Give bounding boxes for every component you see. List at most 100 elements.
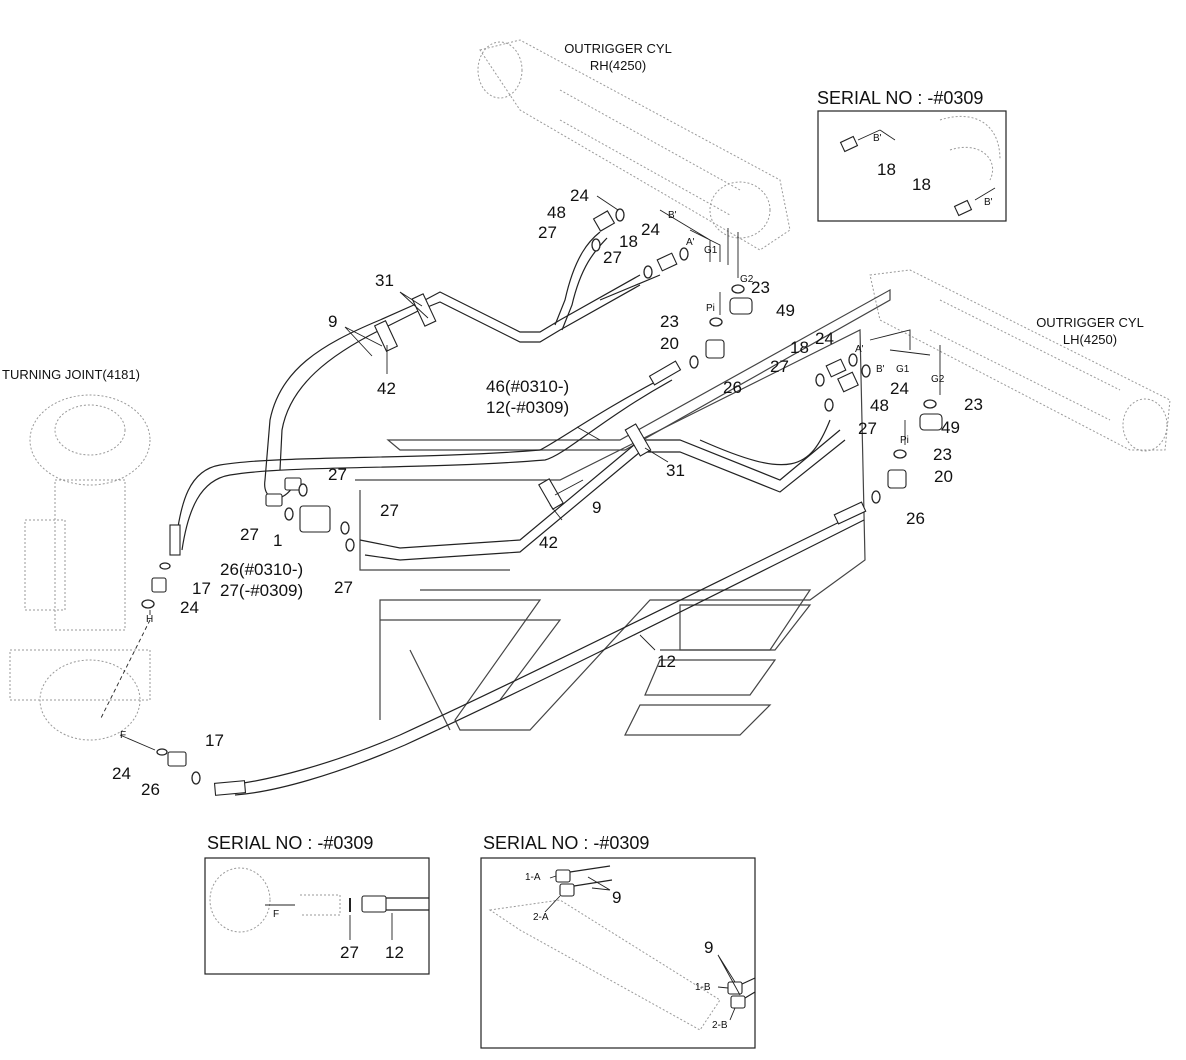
port-tj-h: H <box>146 614 153 625</box>
inset-bl-port: F <box>273 909 279 920</box>
clamp-31-lh <box>624 423 652 457</box>
port-lh-b: B' <box>876 364 885 375</box>
callout-12: 12 <box>657 652 676 671</box>
callout-18: 18 <box>790 338 809 357</box>
outrigger-rh-title-line2: RH(4250) <box>590 58 646 73</box>
callout-46-12-line2: 12(-#0309) <box>486 398 569 417</box>
callout-24: 24 <box>815 329 834 348</box>
callout-31: 31 <box>375 271 394 290</box>
clamp-42-rh <box>373 320 399 352</box>
fittings <box>141 208 943 785</box>
callout-27: 27 <box>858 419 877 438</box>
callout-24: 24 <box>890 379 909 398</box>
outrigger-cylinder-rh-ghost <box>477 39 791 251</box>
turning-joint-ghost <box>9 394 151 741</box>
inset-top-part-a: 18 <box>877 160 896 179</box>
port-lh-g1: G1 <box>896 364 910 375</box>
callout-26: 26 <box>906 509 925 528</box>
port-references <box>99 209 941 751</box>
port-tj-f: F <box>120 730 126 741</box>
callout-17: 17 <box>205 731 224 750</box>
callouts: 24 48 27 18 24 27 23 49 23 20 26 31 9 42… <box>112 186 983 799</box>
port-rh-g2: G2 <box>740 274 754 285</box>
callout-31: 31 <box>666 461 685 480</box>
callout-23: 23 <box>751 278 770 297</box>
callout-27: 27 <box>538 223 557 242</box>
port-rh-g1: G1 <box>704 245 718 256</box>
callout-46-12-line1: 46(#0310-) <box>486 377 569 396</box>
leader-lines <box>344 195 669 651</box>
callout-27: 27 <box>770 357 789 376</box>
callout-26-27-line2: 27(-#0309) <box>220 581 303 600</box>
callout-48: 48 <box>547 203 566 222</box>
callout-26: 26 <box>141 780 160 799</box>
inset-top-port-a: B' <box>873 133 882 144</box>
callout-27: 27 <box>603 248 622 267</box>
callout-1: 1 <box>273 531 282 550</box>
inset-br-part-upper: 9 <box>612 888 621 907</box>
callout-26: 26 <box>723 378 742 397</box>
callout-42: 42 <box>539 533 558 552</box>
title-outrigger-rh: OUTRIGGER CYL RH(4250) <box>564 41 672 73</box>
inset-top-port-b: B' <box>984 197 993 208</box>
callout-27: 27 <box>334 578 353 597</box>
callout-24: 24 <box>112 764 131 783</box>
callout-23: 23 <box>933 445 952 464</box>
inset-bl-part-a: 27 <box>340 943 359 962</box>
callout-42: 42 <box>377 379 396 398</box>
port-rh-pi: Pi <box>706 303 715 314</box>
callout-24: 24 <box>570 186 589 205</box>
callout-9: 9 <box>592 498 601 517</box>
callout-27: 27 <box>328 465 347 484</box>
callout-27: 27 <box>380 501 399 520</box>
callout-49: 49 <box>776 301 795 320</box>
callout-48: 48 <box>870 396 889 415</box>
callout-26-27-line1: 26(#0310-) <box>220 560 303 579</box>
outrigger-cylinder-lh-ghost <box>869 269 1171 452</box>
inset-br-port-1a: 1-A <box>525 872 541 883</box>
inset-br-port-2b: 2-B <box>712 1020 728 1031</box>
clamp-31-rh <box>411 293 437 327</box>
inset-bottom-left: SERIAL NO : -#0309 F 27 12 <box>204 833 430 975</box>
inset-top-serial: SERIAL NO : -#0309 <box>817 88 983 108</box>
inset-top-right: SERIAL NO : -#0309 B' 18 B' 18 <box>817 88 1007 222</box>
outrigger-lh-title-line2: LH(4250) <box>1063 332 1117 347</box>
callout-23: 23 <box>660 312 679 331</box>
inset-bottom-right: SERIAL NO : -#0309 1-A 2-A 9 1-B 2-B 9 <box>480 833 756 1049</box>
hose-12-upper <box>169 360 682 556</box>
callout-49: 49 <box>941 418 960 437</box>
port-lh-g2: G2 <box>931 374 945 385</box>
inset-top-part-b: 18 <box>912 175 931 194</box>
inset-bl-serial: SERIAL NO : -#0309 <box>207 833 373 853</box>
callout-17: 17 <box>192 579 211 598</box>
port-rh-b: B' <box>668 210 677 221</box>
callout-20: 20 <box>934 467 953 486</box>
callout-27: 27 <box>240 525 259 544</box>
inset-br-part-lower: 9 <box>704 938 713 957</box>
callout-18: 18 <box>619 232 638 251</box>
outrigger-lh-title-line1: OUTRIGGER CYL <box>1036 315 1144 330</box>
hose-set-9-lh <box>359 419 846 561</box>
title-outrigger-lh: OUTRIGGER CYL LH(4250) <box>1036 315 1144 347</box>
callout-9: 9 <box>328 312 337 331</box>
clamp-42-lh <box>538 478 564 510</box>
callout-24: 24 <box>641 220 660 239</box>
hose-to-rh-cylinder <box>554 231 661 331</box>
inset-br-serial: SERIAL NO : -#0309 <box>483 833 649 853</box>
title-turning-joint: TURNING JOINT(4181) <box>2 367 140 382</box>
inset-br-port-1b: 1-B <box>695 982 711 993</box>
frame-outline <box>355 288 891 736</box>
hose-12-lower <box>213 501 867 796</box>
port-lh-a: A' <box>855 344 864 355</box>
port-labels: B' A' G1 G2 Pi A' B' G1 G2 Pi H F <box>120 210 945 741</box>
port-lh-pi: Pi <box>900 435 909 446</box>
callout-20: 20 <box>660 334 679 353</box>
inset-br-port-2a: 2-A <box>533 912 549 923</box>
inset-bl-part-b: 12 <box>385 943 404 962</box>
outrigger-rh-title-line1: OUTRIGGER CYL <box>564 41 672 56</box>
callout-23: 23 <box>964 395 983 414</box>
callout-24: 24 <box>180 598 199 617</box>
port-rh-a: A' <box>686 237 695 248</box>
